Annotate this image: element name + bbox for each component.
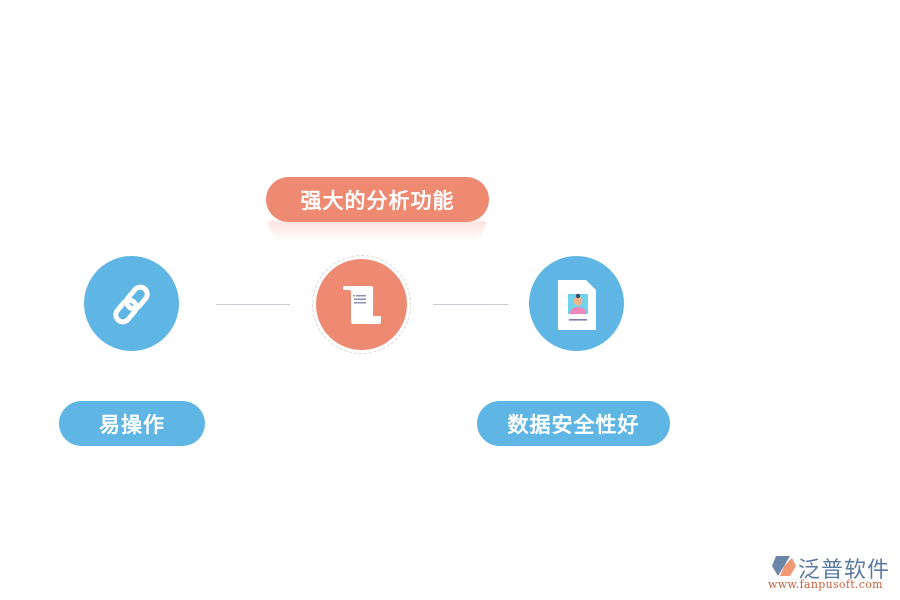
- center-node-ring: [312, 255, 411, 354]
- center-feature-text: 强大的分析功能: [300, 188, 455, 213]
- connector-left: [216, 304, 290, 305]
- logo-mark-icon: [772, 556, 796, 576]
- label-reflection: [268, 221, 486, 241]
- data-security-node: [529, 256, 624, 351]
- right-feature-text: 数据安全性好: [507, 412, 640, 437]
- scroll-document-icon: [342, 285, 381, 324]
- brand-logo: 泛普软件 www.fanpusoft.com: [768, 552, 892, 596]
- chain-link-icon: [112, 284, 150, 324]
- left-feature-label: 易操作: [59, 401, 205, 446]
- connector-right: [433, 304, 508, 305]
- right-feature-label: 数据安全性好: [477, 401, 670, 446]
- brand-url: www.fanpusoft.com: [768, 578, 883, 591]
- id-profile-document-icon: [557, 279, 596, 330]
- left-feature-text: 易操作: [99, 412, 165, 437]
- center-feature-label: 强大的分析功能: [266, 177, 489, 222]
- brand-name: 泛普软件: [798, 558, 891, 583]
- analysis-node: [316, 259, 407, 350]
- easy-operation-node: [84, 256, 179, 351]
